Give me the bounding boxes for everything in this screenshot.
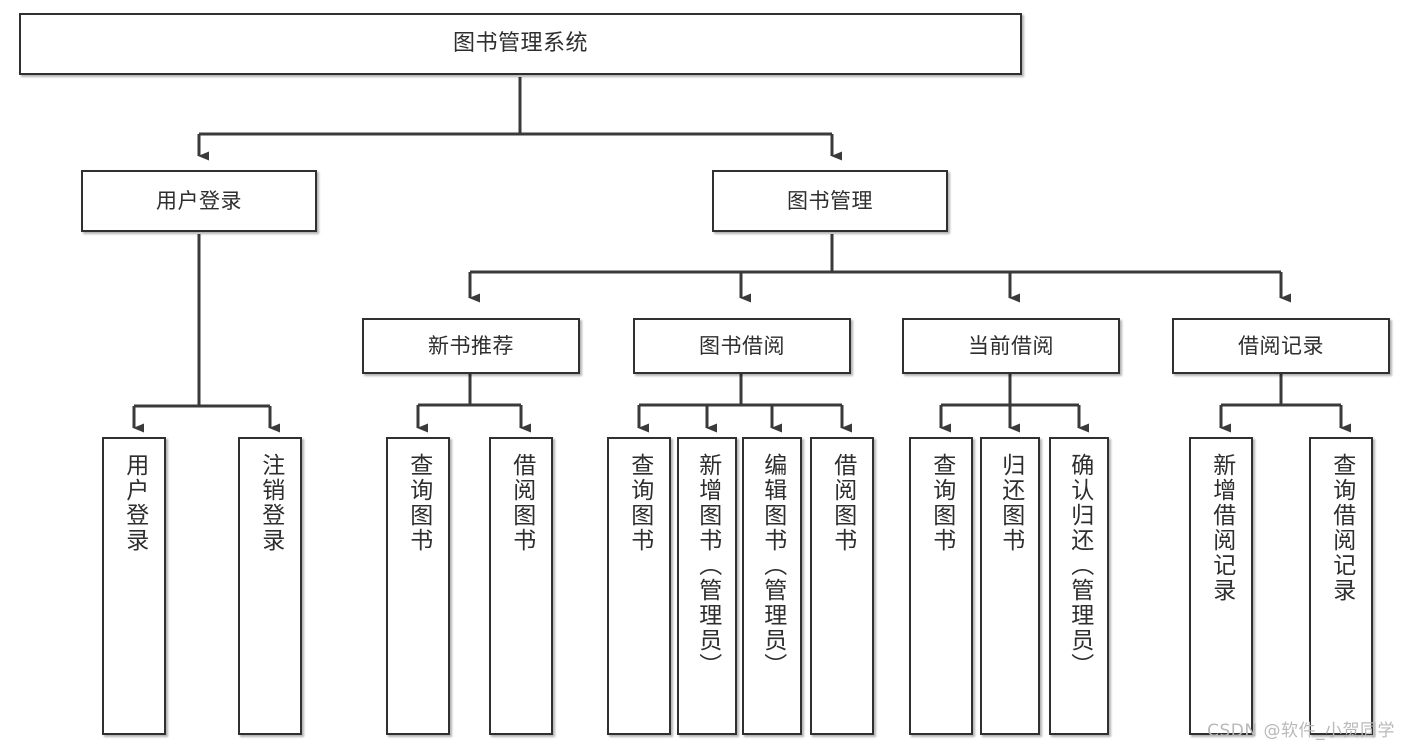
node-book-management[interactable]: 图书管理 — [712, 170, 948, 232]
node-label: 确认归还（管理员） — [1066, 453, 1093, 678]
node-label: 编辑图书（管理员） — [759, 453, 786, 678]
leaf-book-borrow-edit[interactable]: 编辑图书（管理员） — [742, 437, 802, 735]
node-book-borrow[interactable]: 图书借阅 — [633, 318, 851, 374]
node-label: 查询借阅记录 — [1328, 453, 1355, 603]
leaf-borrow-record-query[interactable]: 查询借阅记录 — [1309, 437, 1373, 735]
node-label: 当前借阅 — [968, 333, 1054, 358]
leaf-current-borrow-return[interactable]: 归还图书 — [980, 437, 1040, 735]
leaf-user-login-logout[interactable]: 注销登录 — [238, 437, 302, 735]
leaf-borrow-record-add[interactable]: 新增借阅记录 — [1189, 437, 1253, 735]
leaf-current-borrow-confirm[interactable]: 确认归还（管理员） — [1049, 437, 1109, 735]
watermark-text: CSDN @软件_小贺同学 — [1207, 721, 1395, 741]
node-label: 图书管理系统 — [452, 31, 588, 57]
leaf-new-book-borrow[interactable]: 借阅图书 — [489, 437, 553, 735]
node-label: 归还图书 — [997, 453, 1024, 553]
leaf-book-borrow-borrow[interactable]: 借阅图书 — [810, 437, 874, 735]
node-root-system[interactable]: 图书管理系统 — [19, 13, 1022, 75]
node-label: 借阅图书 — [829, 453, 856, 553]
node-borrow-record[interactable]: 借阅记录 — [1172, 318, 1390, 374]
leaf-book-borrow-query[interactable]: 查询图书 — [607, 437, 671, 735]
leaf-book-borrow-add[interactable]: 新增图书（管理员） — [677, 437, 737, 735]
node-label: 用户登录 — [121, 453, 148, 553]
node-label: 借阅图书 — [508, 453, 535, 553]
node-label: 新增借阅记录 — [1208, 453, 1235, 603]
node-label: 图书管理 — [787, 188, 873, 213]
node-new-book-recommend[interactable]: 新书推荐 — [362, 318, 580, 374]
node-label: 新书推荐 — [428, 333, 514, 358]
node-label: 查询图书 — [405, 453, 432, 553]
node-label: 借阅记录 — [1238, 333, 1324, 358]
node-label: 查询图书 — [928, 453, 955, 553]
leaf-new-book-query[interactable]: 查询图书 — [386, 437, 450, 735]
node-label: 查询图书 — [626, 453, 653, 553]
node-label: 注销登录 — [257, 453, 284, 553]
node-user-login[interactable]: 用户登录 — [81, 170, 317, 232]
node-current-borrow[interactable]: 当前借阅 — [902, 318, 1120, 374]
node-label: 图书借阅 — [699, 333, 785, 358]
node-label: 用户登录 — [156, 188, 242, 213]
leaf-current-borrow-query[interactable]: 查询图书 — [909, 437, 973, 735]
leaf-user-login-login[interactable]: 用户登录 — [102, 437, 166, 735]
node-label: 新增图书（管理员） — [694, 453, 721, 678]
